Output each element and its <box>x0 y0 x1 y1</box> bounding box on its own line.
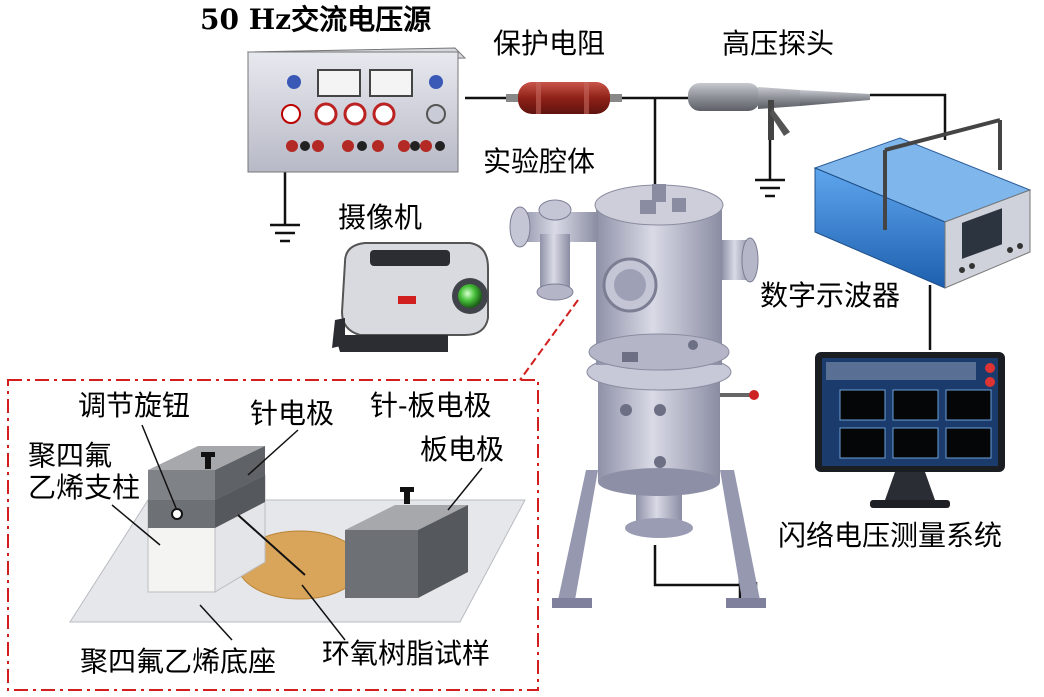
wiring <box>283 93 947 587</box>
inset-leader-lines <box>111 424 483 641</box>
needle-electrode-block <box>148 446 265 528</box>
ground-symbol-probe <box>755 178 785 198</box>
inset-connector <box>519 299 579 381</box>
label-ptfe-base: 聚四氟乙烯底座 <box>80 645 277 678</box>
label-hv-probe: 高压探头 <box>722 27 835 60</box>
digital-oscilloscope <box>813 118 1032 289</box>
label-ac-source: 50 Hz交流电压源 <box>200 3 432 36</box>
label-chamber: 实验腔体 <box>483 145 596 178</box>
camera <box>332 242 489 352</box>
label-plate-electrode: 板电极 <box>420 433 505 466</box>
ground-symbol-source <box>270 223 300 243</box>
ac-voltage-source <box>246 47 467 173</box>
label-needle-plate-electrode: 针-板电极 <box>370 389 492 422</box>
protective-resistor <box>506 82 622 114</box>
label-ptfe-column: 聚四氟 乙烯支柱 <box>28 439 141 505</box>
label-flashover-system: 闪络电压测量系统 <box>778 519 1003 552</box>
label-camera: 摄像机 <box>338 201 423 234</box>
flashover-monitor <box>815 352 1005 508</box>
wire-chamber-ground <box>653 545 740 587</box>
label-needle-electrode: 针电极 <box>250 397 335 430</box>
inset-border <box>7 379 539 691</box>
label-adjust-knob: 调节旋钮 <box>78 389 191 422</box>
experimental-chamber <box>509 184 766 608</box>
label-protective-resistor: 保护电阻 <box>493 27 606 60</box>
label-oscilloscope: 数字示波器 <box>760 279 901 312</box>
high-voltage-probe <box>688 83 870 140</box>
plate-electrode-block <box>345 487 468 598</box>
label-epoxy-sample: 环氧树脂试样 <box>322 637 491 670</box>
needle <box>237 514 306 576</box>
wire-probe-scope <box>870 93 947 140</box>
